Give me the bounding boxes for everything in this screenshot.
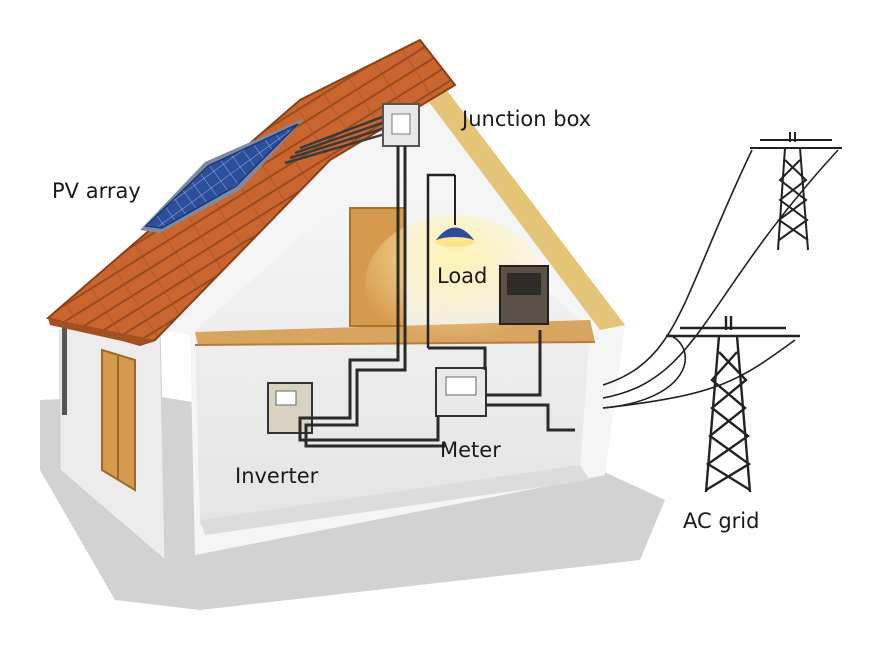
label-ac-grid: AC grid — [683, 509, 759, 533]
transmission-tower-near — [666, 316, 800, 493]
gable-trim — [310, 55, 625, 330]
inverter-box — [267, 382, 313, 434]
downpipe — [62, 325, 67, 415]
pv-array-cells — [144, 123, 299, 229]
label-pv-array: PV array — [52, 179, 141, 203]
dc-cables — [284, 114, 386, 165]
label-meter: Meter — [440, 438, 501, 462]
label-load: Load — [437, 264, 487, 288]
junction-box — [382, 103, 420, 147]
roof-ridge-edge — [48, 318, 155, 345]
lower-floor — [200, 465, 590, 535]
lamp-icon — [436, 227, 474, 240]
house-wiring — [298, 146, 575, 448]
label-inverter: Inverter — [235, 464, 319, 488]
label-junction-box: Junction box — [460, 107, 591, 131]
transmission-tower-far — [750, 132, 842, 251]
